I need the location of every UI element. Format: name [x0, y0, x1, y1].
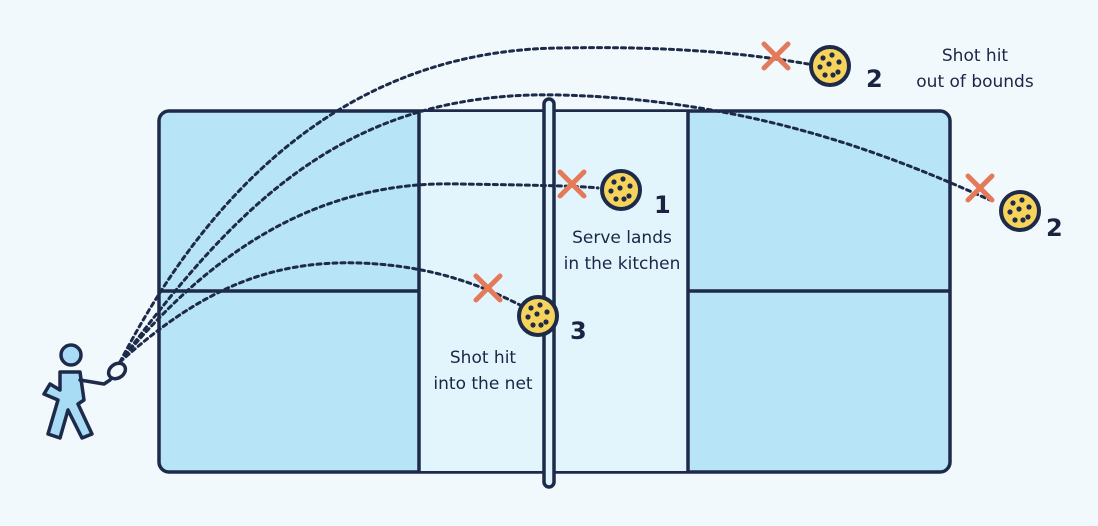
- trajectory-serve-kitchen: [118, 182, 600, 364]
- fault-number-into-net: 3: [570, 317, 587, 345]
- fault-number-out-of-bounds-baseline: 2: [1046, 214, 1063, 242]
- x-mark-icon: [764, 44, 788, 68]
- label-serve-kitchen-line1: Serve lands: [572, 228, 672, 248]
- pickleball-icon: [517, 295, 559, 337]
- label-out-of-bounds-line2: out of bounds: [916, 72, 1034, 92]
- pickleball-icon: [600, 169, 642, 211]
- shot-trajectories: [118, 46, 992, 364]
- label-into-net-line1: Shot hit: [450, 348, 517, 368]
- pickleball-icon: [809, 45, 851, 87]
- player-with-paddle-icon: [42, 343, 128, 440]
- trajectory-into-net: [118, 261, 522, 364]
- label-serve-kitchen-line2: in the kitchen: [564, 254, 681, 274]
- label-into-net-line2: into the net: [433, 374, 533, 394]
- label-out-of-bounds-line1: Shot hit: [942, 46, 1009, 66]
- trajectory-out-of-bounds-baseline: [118, 93, 992, 364]
- court: [157, 97, 952, 489]
- pickleball-icon: [999, 190, 1041, 232]
- fault-number-out-of-bounds: 2: [866, 65, 883, 93]
- fault-number-serve-kitchen: 1: [654, 191, 671, 219]
- net: [542, 97, 556, 489]
- trajectory-out-of-bounds: [118, 46, 810, 364]
